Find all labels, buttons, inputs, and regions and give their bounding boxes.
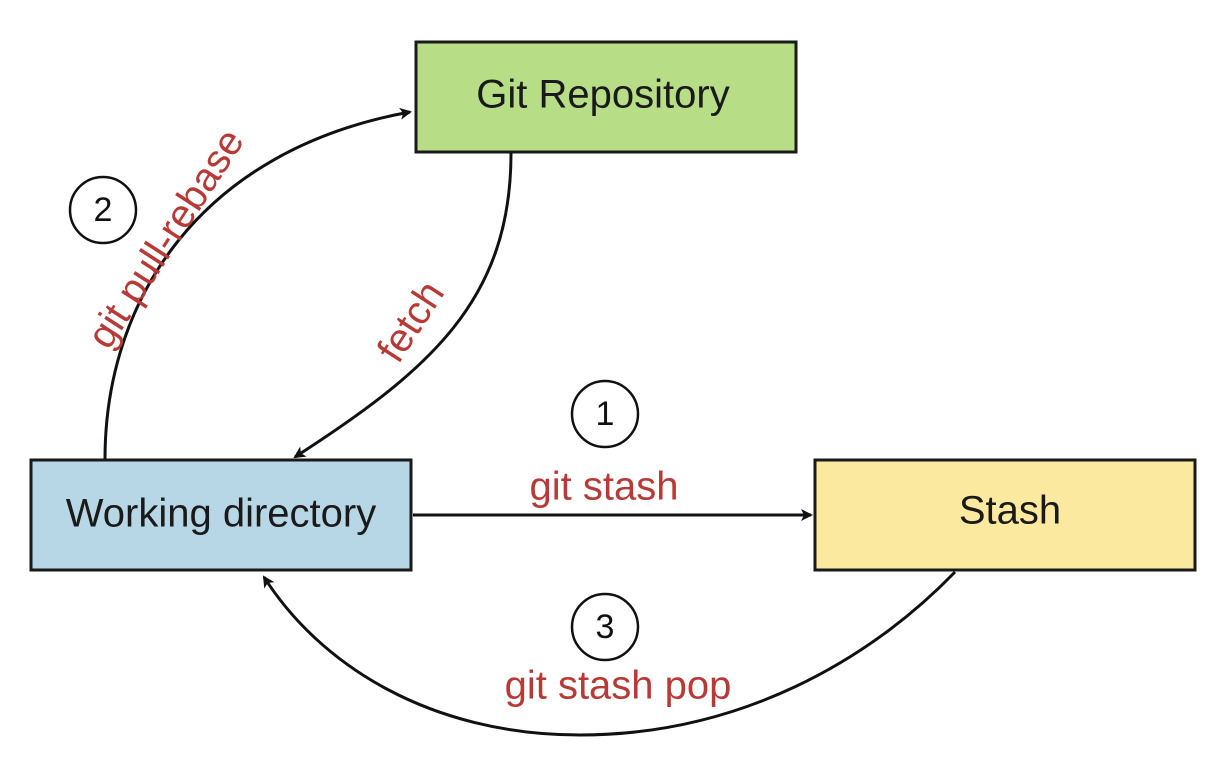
stash-box <box>813 458 1197 572</box>
git-pull-rebase-arrow <box>103 107 412 460</box>
git-repository-label: Git Repository <box>476 73 729 117</box>
node-git-repository: Git Repository <box>414 40 798 154</box>
step-3-number: 3 <box>596 608 615 646</box>
fetch-label: fetch <box>369 273 453 370</box>
git-stash-label: git stash <box>530 465 679 509</box>
step-1-circle <box>570 379 640 449</box>
fetch-arrow <box>293 152 513 459</box>
edge-git-pull-rebase: 2 git pull-rebase <box>68 107 412 460</box>
stash-label: Stash <box>959 489 1061 533</box>
edge-git-stash: 1 git stash <box>413 379 813 521</box>
edge-fetch: fetch <box>293 152 513 459</box>
step-2-circle <box>68 175 138 245</box>
working-directory-label: Working directory <box>66 492 376 536</box>
step-2-number: 2 <box>94 191 113 229</box>
node-working-directory: Working directory <box>29 458 413 572</box>
step-3-circle <box>570 592 640 662</box>
git-stash-pop-label: git stash pop <box>505 664 732 708</box>
git-stash-pop-arrow <box>262 570 957 737</box>
working-directory-box <box>29 458 413 572</box>
node-stash: Stash <box>813 458 1197 572</box>
git-repository-box <box>414 40 798 154</box>
step-1-number: 1 <box>596 395 615 433</box>
edge-git-stash-pop: 3 git stash pop <box>262 570 957 737</box>
